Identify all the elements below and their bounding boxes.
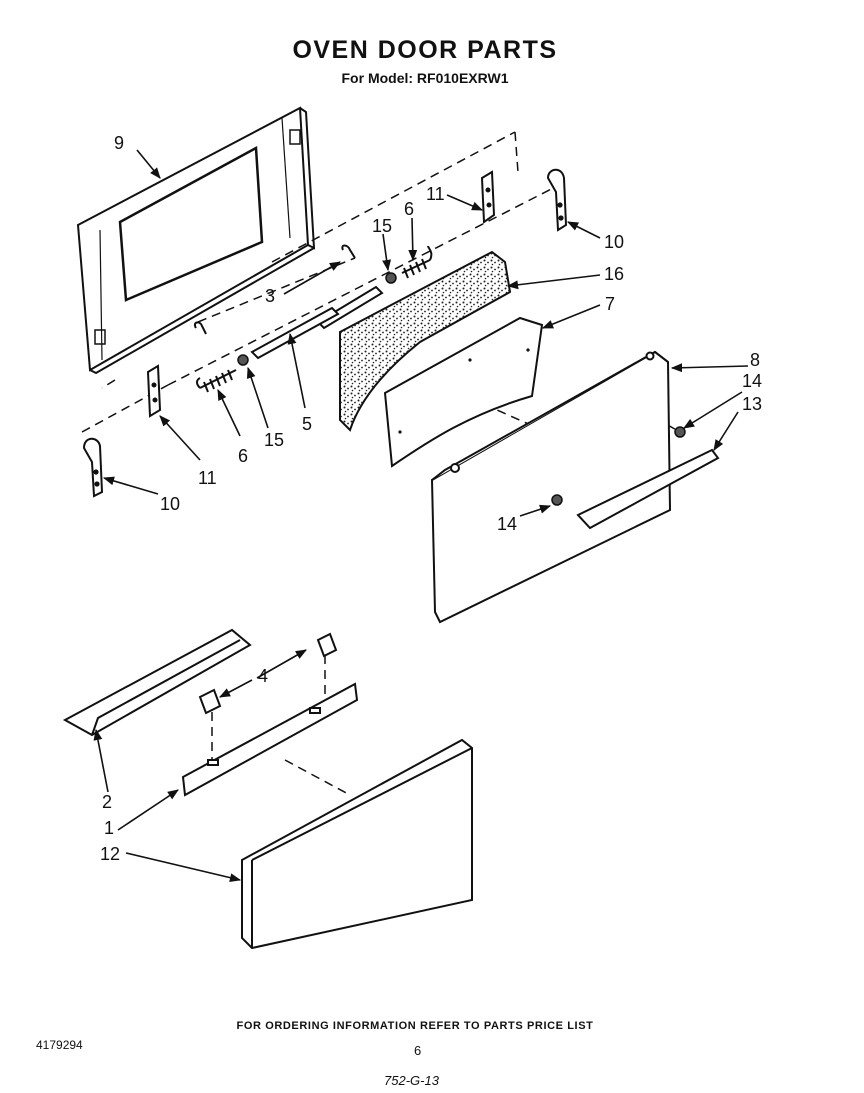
callout-10-lower: 10 <box>160 494 180 514</box>
callout-11-lower: 11 <box>198 468 217 488</box>
callout-2: 2 <box>102 792 112 812</box>
callout-7: 7 <box>605 294 615 314</box>
handle-screw-left <box>551 494 563 506</box>
drawer-clips <box>198 632 338 715</box>
page-number: 6 <box>414 1043 422 1058</box>
inner-door-panel <box>76 106 316 375</box>
upper-hinge-spring <box>401 245 433 279</box>
callout-15-lower: 15 <box>264 430 284 450</box>
document-number: 4179294 <box>36 1038 83 1052</box>
outer-door-panel <box>430 350 672 624</box>
callout-6-upper: 6 <box>404 199 414 219</box>
drawing-code: 752-G-13 <box>384 1073 439 1088</box>
callout-13: 13 <box>742 394 762 414</box>
door-liner <box>383 316 544 468</box>
door-handle <box>576 448 720 530</box>
callout-8: 8 <box>750 350 760 370</box>
handle-screw-right <box>674 426 686 438</box>
upper-nut <box>385 272 397 284</box>
callout-12: 12 <box>100 844 120 864</box>
lower-hinge-receiver <box>146 364 162 418</box>
upper-pin <box>341 244 356 259</box>
page-title: OVEN DOOR PARTS <box>292 36 558 64</box>
callout-9: 9 <box>114 133 124 153</box>
upper-hinge-receiver <box>480 170 496 224</box>
callout-1: 1 <box>104 818 114 838</box>
callout-3: 3 <box>265 286 275 306</box>
drawer-bracket <box>181 682 359 797</box>
lower-nut <box>237 354 249 366</box>
lower-pin <box>193 321 207 335</box>
lower-hinge <box>82 437 104 498</box>
callout-11-upper: 11 <box>426 184 445 204</box>
drawer-slide-rail <box>62 628 252 737</box>
callout-16: 16 <box>604 264 624 284</box>
callout-14-right: 14 <box>742 371 762 391</box>
callout-10-upper: 10 <box>604 232 624 252</box>
callout-15-upper: 15 <box>372 216 392 236</box>
callout-5: 5 <box>302 414 312 434</box>
callout-4: 4 <box>258 666 268 686</box>
drawer-front-panel <box>241 738 473 950</box>
callout-leaders <box>93 149 749 883</box>
upper-hinge <box>546 168 568 232</box>
door-insulation <box>339 250 512 432</box>
callout-6-lower: 6 <box>238 446 248 466</box>
model-subtitle: For Model: RF010EXRW1 <box>341 70 509 86</box>
ordering-note: FOR ORDERING INFORMATION REFER TO PARTS … <box>236 1020 594 1032</box>
lower-hinge-spring <box>196 369 237 393</box>
callout-14-left: 14 <box>497 514 517 534</box>
